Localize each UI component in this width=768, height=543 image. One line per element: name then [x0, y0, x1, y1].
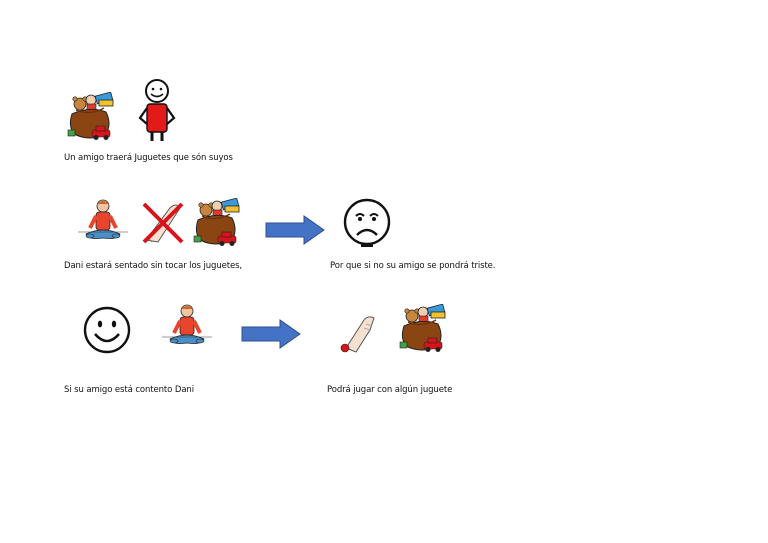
caption-row3-right: Podrá jugar con algún juguete [327, 385, 453, 395]
sad-face-icon [342, 198, 392, 248]
toy-bag-icon [398, 303, 448, 354]
pointing-hand-icon [336, 312, 380, 356]
arrow-right-icon [264, 214, 326, 246]
toy-bag-icon [66, 91, 116, 142]
toy-bag-icon [192, 197, 242, 248]
sitting-boy-icon [76, 198, 130, 248]
arrow-right-icon [240, 318, 302, 350]
caption-row2-left: Dani estará sentado sin tocar los juguet… [64, 261, 243, 271]
caption-row3-left: Si su amigo está contento Dani [64, 385, 194, 395]
sitting-boy-icon [160, 303, 214, 353]
friend-person-icon [136, 78, 178, 142]
caption-row2-right: Por que si no su amigo se pondrá triste. [330, 261, 496, 271]
happy-face-icon [82, 305, 132, 355]
caption-row1: Un amigo traerá Juguetes que són suyos [64, 153, 233, 163]
no-touch-hand-icon [138, 198, 188, 248]
